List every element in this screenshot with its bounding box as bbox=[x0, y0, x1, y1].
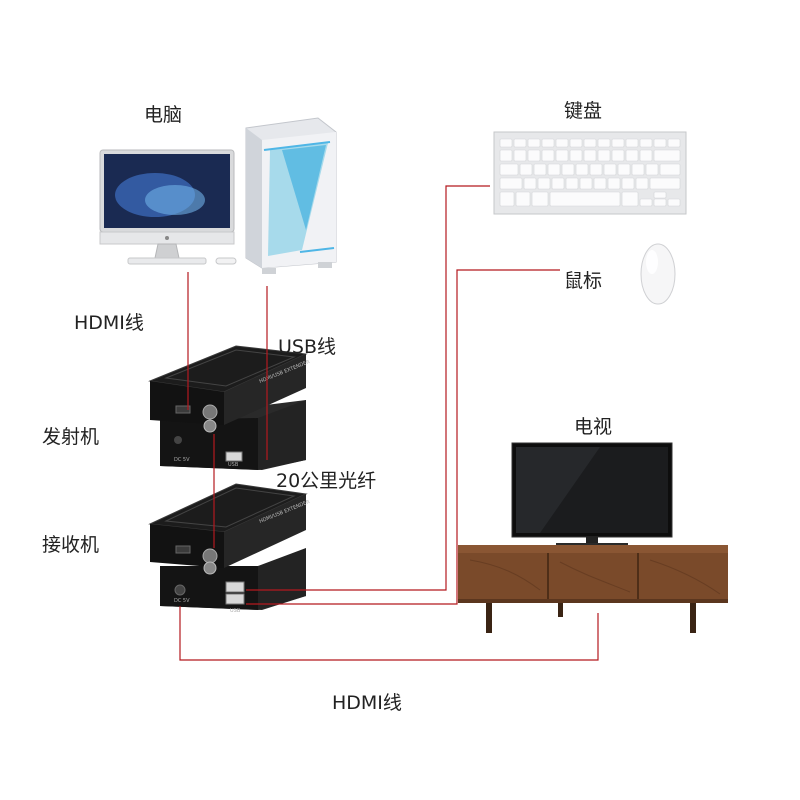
receiver-dc-port-text: DC 5V bbox=[174, 598, 190, 604]
transmitter-label: 发射机 bbox=[42, 426, 100, 448]
mouse-icon bbox=[640, 243, 676, 305]
receiver-label: 接收机 bbox=[42, 534, 100, 556]
mouse-cable-line bbox=[246, 269, 560, 605]
transmitter-device-icon: HDMI/USB EXTENDER DC 5V USB bbox=[148, 345, 311, 470]
hdmi-cable-bottom-label: HDMI线 bbox=[332, 692, 402, 714]
keyboard-label: 键盘 bbox=[564, 100, 603, 122]
transmitter-usb-port-text: USB bbox=[228, 462, 239, 468]
tv-cabinet-icon bbox=[458, 545, 728, 633]
receiver-usb-port-text: USB bbox=[230, 608, 241, 614]
hdmi-cable-top-label: HDMI线 bbox=[74, 312, 144, 334]
mouse-label: 鼠标 bbox=[564, 270, 603, 292]
hdmi-cable-line-bottom bbox=[179, 606, 599, 661]
receiver-device-icon: HDMI/USB EXTENDER DC 5V USB bbox=[148, 483, 311, 614]
transmitter-dc-port-text: DC 5V bbox=[174, 457, 190, 463]
keyboard-cable-line bbox=[246, 185, 490, 591]
usb-cable-label: USB线 bbox=[278, 336, 337, 358]
computer-label: 电脑 bbox=[144, 104, 183, 126]
monitor-icon bbox=[99, 149, 237, 265]
cable-lines bbox=[179, 185, 599, 661]
tv-label: 电视 bbox=[574, 416, 613, 438]
keyboard-icon bbox=[493, 131, 687, 215]
fiber-label: 20公里光纤 bbox=[276, 470, 377, 492]
pc-tower-icon bbox=[245, 117, 337, 274]
tv-icon bbox=[511, 442, 673, 547]
